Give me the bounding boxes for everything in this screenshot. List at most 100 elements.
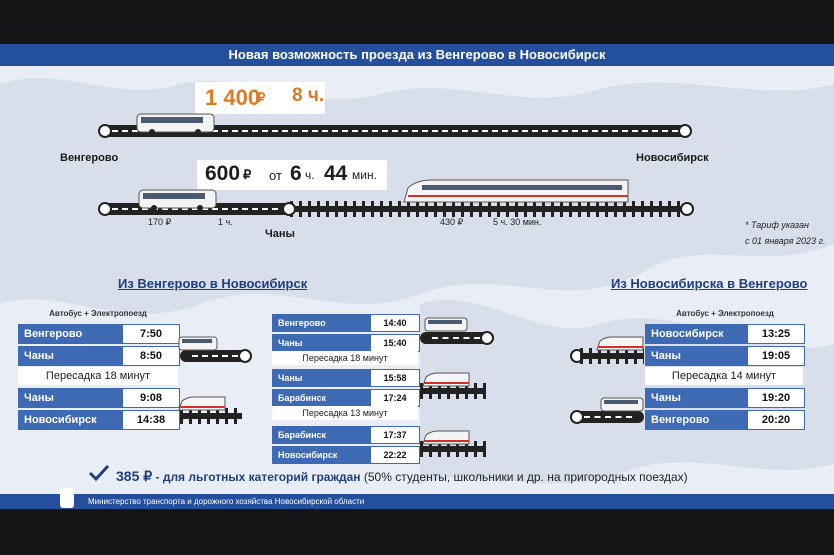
combo-currency: ₽ <box>243 167 252 182</box>
train-icon <box>403 179 629 203</box>
direct-road <box>100 125 690 137</box>
time-cell: 15:40 <box>370 334 420 352</box>
time-cell: 20:20 <box>747 410 805 430</box>
station-cell: Чаны <box>645 346 747 366</box>
right-bus-road <box>572 411 644 423</box>
station-cell: Новосибирск <box>18 410 122 430</box>
middle-transfer-2: Пересадка 13 минут <box>272 406 418 420</box>
left-bus-road <box>180 350 250 362</box>
slide: Новая возможность проезда из Венгерово в… <box>0 44 834 509</box>
right-subtitle: Автобус + Электропоезд <box>676 309 774 318</box>
time-cell: 9:08 <box>122 388 180 408</box>
station-cell: Барабинск <box>272 426 370 444</box>
benefit-detail: (50% студенты, школьники и др. на пригор… <box>360 470 688 484</box>
station-cell: Чаны <box>272 369 370 387</box>
bus-icon <box>138 189 217 211</box>
time-cell: 15:58 <box>370 369 420 387</box>
station-cell: Чаны <box>18 388 122 408</box>
transfer-node <box>282 202 296 216</box>
combo-hours: 6 <box>290 162 302 185</box>
station-cell: Чаны <box>645 388 747 408</box>
direct-price-box: 1 400 ₽ 8 ч. <box>195 82 325 114</box>
left-transfer: Пересадка 18 минут <box>18 367 178 385</box>
bus-icon <box>600 397 644 412</box>
station-cell: Венгерово <box>645 410 747 430</box>
page-title: Новая возможность проезда из Венгерово в… <box>0 44 834 66</box>
combo-price: 600 <box>205 162 241 185</box>
combo-hours-unit: ч. <box>305 168 315 182</box>
time-cell: 17:37 <box>370 426 420 444</box>
right-bus-node <box>570 410 584 424</box>
tariff-note-2: с 01 января 2023 г. <box>745 236 826 246</box>
middle-bus-road <box>420 332 492 344</box>
origin-label: Венгерово <box>60 152 119 164</box>
train-price: 430 ₽ <box>440 217 464 227</box>
station-cell: Барабинск <box>272 389 370 407</box>
bus-icon <box>424 317 468 332</box>
destination-node <box>678 124 692 138</box>
time-cell: 14:40 <box>370 314 420 332</box>
combo-destination-node <box>680 202 694 216</box>
benefit-price: 385 ₽ <box>116 468 153 484</box>
bus-icon <box>136 113 215 135</box>
station-cell: Венгерово <box>18 324 122 344</box>
ministry-name: Министерство транспорта и дорожного хозя… <box>88 497 365 506</box>
time-cell: 14:38 <box>122 410 180 430</box>
middle-transfer-1: Пересадка 18 минут <box>272 351 418 365</box>
time-cell: 22:22 <box>370 446 420 464</box>
time-cell: 19:20 <box>747 388 805 408</box>
train-icon <box>422 430 470 445</box>
bus-price: 170 ₽ <box>148 217 172 227</box>
combo-price-box: 600 ₽ от 6 ч. 44 мин. <box>197 160 387 190</box>
combo-prefix: от <box>269 168 282 183</box>
middle-bus-node <box>480 331 494 345</box>
combo-minutes: 44 <box>324 162 348 185</box>
time-cell: 8:50 <box>122 346 180 366</box>
train-time: 5 ч. 30 мин. <box>493 217 542 227</box>
train-icon <box>596 336 644 351</box>
middle-rail-2 <box>420 446 486 452</box>
station-cell: Венгерово <box>272 314 370 332</box>
bus-icon <box>178 336 218 351</box>
combo-origin-node <box>98 202 112 216</box>
left-rail <box>180 413 242 419</box>
coat-of-arms-icon <box>60 488 74 508</box>
checkmark-icon <box>88 464 110 482</box>
direct-duration: 8 ч. <box>292 85 325 106</box>
benefit-text: - для льготных категорий граждан <box>152 470 361 484</box>
train-icon <box>422 372 470 387</box>
tariff-note-1: * Тариф указан <box>745 220 809 230</box>
train-icon <box>178 396 226 411</box>
station-cell: Новосибирск <box>272 446 370 464</box>
left-subtitle: Автобус + Электропоезд <box>49 309 147 318</box>
time-cell: 19:05 <box>747 346 805 366</box>
combo-minutes-unit: мин. <box>352 168 377 182</box>
right-rail <box>580 353 644 359</box>
station-cell: Новосибирск <box>645 324 747 344</box>
right-transfer: Пересадка 14 минут <box>645 367 803 385</box>
station-cell: Чаны <box>272 334 370 352</box>
destination-label: Новосибирск <box>636 152 709 164</box>
direct-currency: ₽ <box>257 90 266 105</box>
left-section-title: Из Венгерово в Новосибирск <box>118 276 308 291</box>
